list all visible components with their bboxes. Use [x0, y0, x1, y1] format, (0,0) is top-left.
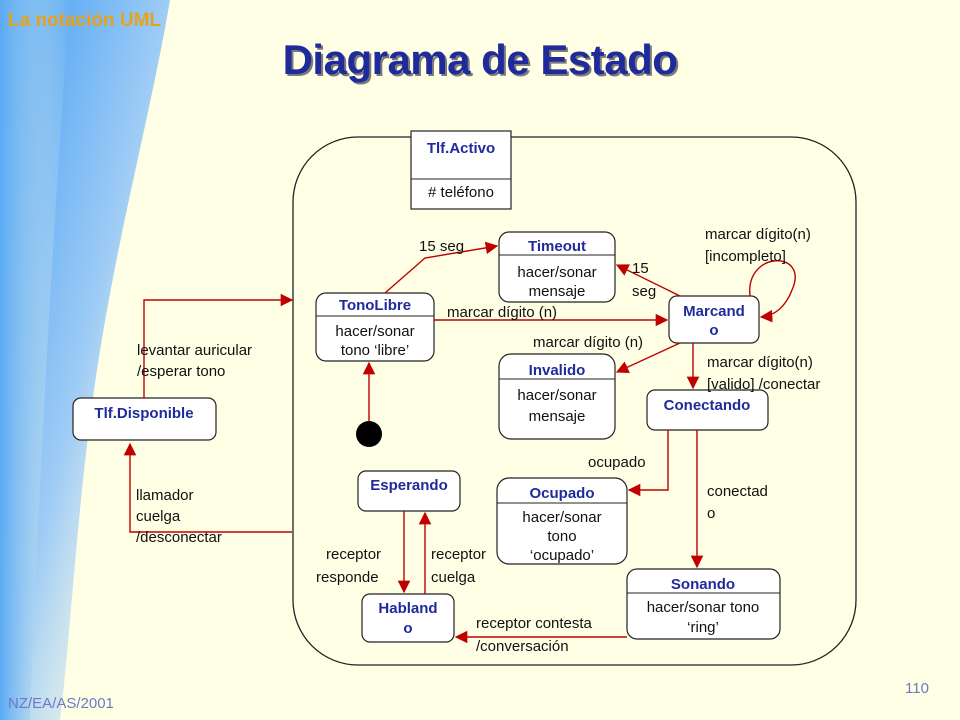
footer-label: NZ/EA/AS/2001 [8, 695, 114, 712]
svg-text:marcar dígito(n): marcar dígito(n) [707, 354, 813, 371]
svg-text:hacer/sonar: hacer/sonar [517, 264, 596, 281]
state-timeout: Timeout hacer/sonar mensaje [498, 231, 616, 303]
svg-text:receptor: receptor [431, 546, 486, 563]
svg-text:hacer/sonar: hacer/sonar [517, 387, 596, 404]
label-marcar-2: marcar dígito (n) [533, 334, 643, 351]
superstate-name: Tlf.Activo [427, 140, 495, 157]
label-llamador: llamador cuelga /desconectar [136, 487, 222, 546]
svg-text:o: o [709, 322, 718, 339]
transition-tonolibre-timeout [384, 241, 499, 294]
svg-text:‘ring’: ‘ring’ [687, 619, 719, 636]
svg-text:marcar dígito(n): marcar dígito(n) [705, 226, 811, 243]
state-ocupado: Ocupado hacer/sonar tono ‘ocupado’ [496, 477, 628, 565]
label-15seg-b: 15 seg [632, 260, 656, 300]
svg-text:Ocupado: Ocupado [529, 485, 594, 502]
superstate-activo [292, 136, 857, 666]
page-title: Diagrama de Estado [282, 36, 678, 83]
svg-text:Esperando: Esperando [370, 477, 448, 494]
svg-text:[valido] /conectar: [valido] /conectar [707, 376, 820, 393]
svg-text:‘ocupado’: ‘ocupado’ [530, 547, 594, 564]
svg-text:hacer/sonar tono: hacer/sonar tono [647, 599, 760, 616]
svg-text:cuelga: cuelga [431, 569, 476, 586]
label-levantar: levantar auricular /esperar tono [137, 342, 252, 380]
state-hablando: Habland o [361, 593, 455, 643]
svg-text:hacer/sonar: hacer/sonar [522, 509, 601, 526]
initial-state [356, 421, 382, 447]
superstate-attribute: # teléfono [428, 184, 494, 201]
svg-text:Tlf.Disponible: Tlf.Disponible [94, 405, 193, 422]
svg-text:Habland: Habland [378, 600, 437, 617]
superstate-activo-tab: Tlf.Activo # teléfono [410, 130, 512, 210]
svg-text:mensaje: mensaje [529, 408, 586, 425]
svg-text:Marcand: Marcand [683, 303, 745, 320]
state-tonolibre: TonoLibre hacer/sonar tono ‘libre’ [315, 292, 435, 362]
transition-conectando-ocupado [627, 430, 669, 497]
svg-text:conectad: conectad [707, 483, 768, 500]
page-number: 110 [905, 680, 929, 697]
transition-marcando-timeout [615, 264, 681, 297]
label-responde: receptor responde [316, 546, 381, 586]
svg-text:hacer/sonar: hacer/sonar [335, 323, 414, 340]
svg-text:Conectando: Conectando [664, 397, 751, 414]
svg-text:Sonando: Sonando [671, 576, 735, 593]
svg-text:receptor: receptor [326, 546, 381, 563]
state-disponible: Tlf.Disponible [72, 397, 217, 441]
svg-text:Timeout: Timeout [528, 238, 586, 255]
state-invalido: Invalido hacer/sonar mensaje [498, 353, 616, 440]
transition-marcando-self [749, 260, 796, 323]
state-sonando: Sonando hacer/sonar tono ‘ring’ [626, 568, 781, 640]
svg-text:seg: seg [632, 283, 656, 300]
svg-text:/esperar tono: /esperar tono [137, 363, 225, 380]
svg-text:tono: tono [547, 528, 576, 545]
label-ocupado: ocupado [588, 454, 646, 471]
label-marcar-1: marcar dígito (n) [447, 304, 557, 321]
label-cuelga: receptor cuelga [431, 546, 486, 586]
svg-text:/conversación: /conversación [476, 638, 569, 655]
svg-text:cuelga: cuelga [136, 508, 181, 525]
svg-text:15: 15 [632, 260, 649, 277]
svg-text:mensaje: mensaje [529, 283, 586, 300]
transition-marcando-invalido [615, 342, 681, 373]
label-contesta: receptor contesta /conversación [476, 615, 593, 655]
header-label: La notación UML [8, 10, 162, 31]
svg-text:levantar auricular: levantar auricular [137, 342, 252, 359]
svg-text:TonoLibre: TonoLibre [339, 297, 411, 314]
label-valido: marcar dígito(n) [valido] /conectar [707, 354, 820, 393]
svg-text:[incompleto]: [incompleto] [705, 248, 786, 265]
svg-text:o: o [403, 620, 412, 637]
svg-text:receptor contesta: receptor contesta [476, 615, 593, 632]
svg-text:/desconectar: /desconectar [136, 529, 222, 546]
svg-text:Invalido: Invalido [529, 362, 586, 379]
svg-text:o: o [707, 505, 715, 522]
state-conectando: Conectando [646, 389, 769, 431]
svg-text:tono ‘libre’: tono ‘libre’ [341, 342, 409, 359]
transition-activo-disponible [123, 442, 292, 533]
label-15seg-a: 15 seg [419, 238, 464, 255]
label-conectado: conectad o [707, 483, 768, 522]
transition-disponible-activo [143, 293, 294, 398]
state-esperando: Esperando [357, 470, 461, 512]
state-marcando: Marcand o [668, 295, 760, 344]
svg-text:responde: responde [316, 569, 379, 586]
svg-text:llamador: llamador [136, 487, 194, 504]
label-incompleto: marcar dígito(n) [incompleto] [705, 226, 811, 265]
